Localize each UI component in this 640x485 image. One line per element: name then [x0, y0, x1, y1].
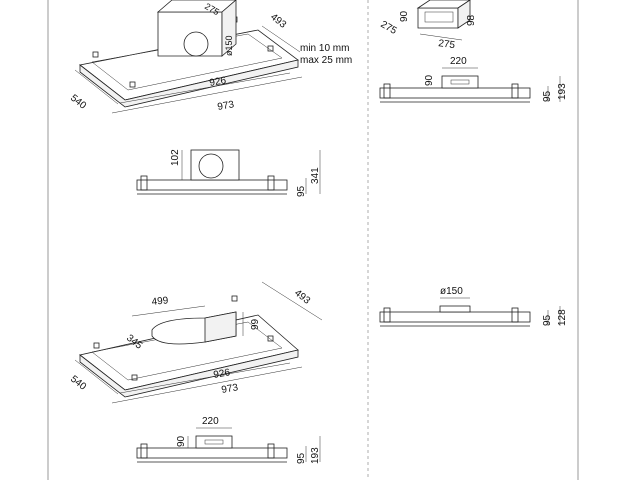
dim-b-926-label: 926 — [213, 367, 232, 381]
right-a-193-label: 193 — [557, 83, 568, 100]
bracket-b-1 — [93, 342, 100, 349]
outlet-b-box — [195, 435, 233, 449]
box-top — [416, 0, 471, 9]
side-b-bracket-right — [267, 443, 275, 459]
dim-b-540-line — [74, 359, 119, 395]
dim-99-label: 99 — [250, 318, 261, 330]
duct-circle — [183, 31, 209, 57]
side-b-bracket-left — [140, 443, 148, 459]
dim-b-220-label: 220 — [202, 416, 219, 427]
dim-b-493-label: 493 — [292, 288, 312, 307]
dim-b-493-line — [261, 281, 323, 321]
right-a-slot — [450, 79, 470, 85]
right-a-bracket-left — [383, 83, 391, 99]
bracket-1 — [92, 51, 99, 58]
flat-duct-end — [204, 311, 237, 343]
box-dim-90: 90 — [399, 10, 410, 22]
dim-102-label: 102 — [170, 149, 181, 166]
right-top-box: 90 275 275 98 — [379, 0, 477, 51]
note-max: max 25 mm — [300, 55, 352, 66]
dim-973-line — [111, 76, 303, 114]
note-min: min 10 mm — [300, 43, 349, 54]
side-bracket-right — [267, 175, 275, 191]
right-b-bracket-right — [511, 307, 519, 323]
dim-493-line — [261, 25, 301, 53]
right-b-150-label: ø150 — [440, 286, 463, 297]
top-iso-view-b: 499 345 99 926 973 540 493 — [68, 281, 323, 404]
box-dim-98: 98 — [466, 14, 477, 26]
dim-540-line — [74, 69, 119, 105]
side-view-b: 220 90 95 193 — [136, 416, 321, 464]
box-dim-275b: 275 — [438, 38, 456, 51]
outlet-b-slot — [204, 439, 224, 445]
bracket-b-3 — [267, 335, 274, 342]
top-iso-view-a: 926 973 540 493 ø150 275 min 10 mm max 2… — [68, 0, 352, 114]
dim-b-926-line — [119, 362, 291, 394]
right-a-outlet — [441, 75, 479, 89]
dim-926-line — [119, 72, 291, 104]
right-b-bracket-left — [383, 307, 391, 323]
bracket-b-2 — [231, 295, 238, 302]
dim-341-label: 341 — [310, 167, 321, 184]
side-bracket-left — [140, 175, 148, 191]
box-dim-275-line — [419, 33, 463, 41]
box-dim-275a: 275 — [379, 19, 399, 37]
dim-b-973-line — [111, 366, 303, 404]
right-a-220-label: 220 — [450, 56, 467, 67]
dim-b-90-label: 90 — [176, 435, 187, 447]
duct-box-side — [221, 0, 237, 57]
right-a-95-label: 95 — [542, 90, 553, 102]
dim-95-label: 95 — [296, 185, 307, 197]
dim-926-label: 926 — [209, 75, 228, 89]
right-b-95-label: 95 — [542, 314, 553, 326]
dim-499-line — [131, 305, 206, 317]
right-a-90-label: 90 — [424, 74, 435, 86]
box-front — [417, 7, 459, 29]
right-b-outlet — [439, 305, 471, 313]
dim-b-540-label: 540 — [68, 374, 88, 393]
hood-b-front-edge — [79, 349, 299, 398]
right-b-128-label: 128 — [557, 309, 568, 326]
dim-540-label: 540 — [68, 93, 88, 112]
dim-b-193-label: 193 — [310, 447, 321, 464]
duct-diameter-label: ø150 — [224, 35, 234, 56]
right-side-view-b: ø150 95 128 — [379, 286, 568, 327]
right-a-bracket-right — [511, 83, 519, 99]
box-slot — [424, 11, 454, 23]
bracket-4 — [129, 81, 136, 88]
hood-front-edge — [79, 59, 299, 108]
right-b-profile — [379, 311, 531, 323]
hood-profile — [136, 179, 288, 191]
right-a-profile — [379, 87, 531, 99]
dim-493-label: 493 — [268, 12, 288, 31]
dim-b-973-label: 973 — [221, 382, 240, 396]
duct-box-top — [156, 0, 237, 13]
dim-973-label: 973 — [217, 99, 236, 113]
dim-b-95-label: 95 — [296, 452, 307, 464]
bracket-3 — [267, 45, 274, 52]
right-side-view-a: 220 90 95 193 — [379, 56, 568, 103]
motor-circle — [198, 153, 224, 179]
dim-499-label: 499 — [151, 295, 169, 308]
side-view-a: 102 95 341 — [136, 149, 321, 197]
bracket-b-4 — [131, 374, 138, 381]
box-side — [457, 0, 471, 29]
hood-b-profile — [136, 447, 288, 459]
